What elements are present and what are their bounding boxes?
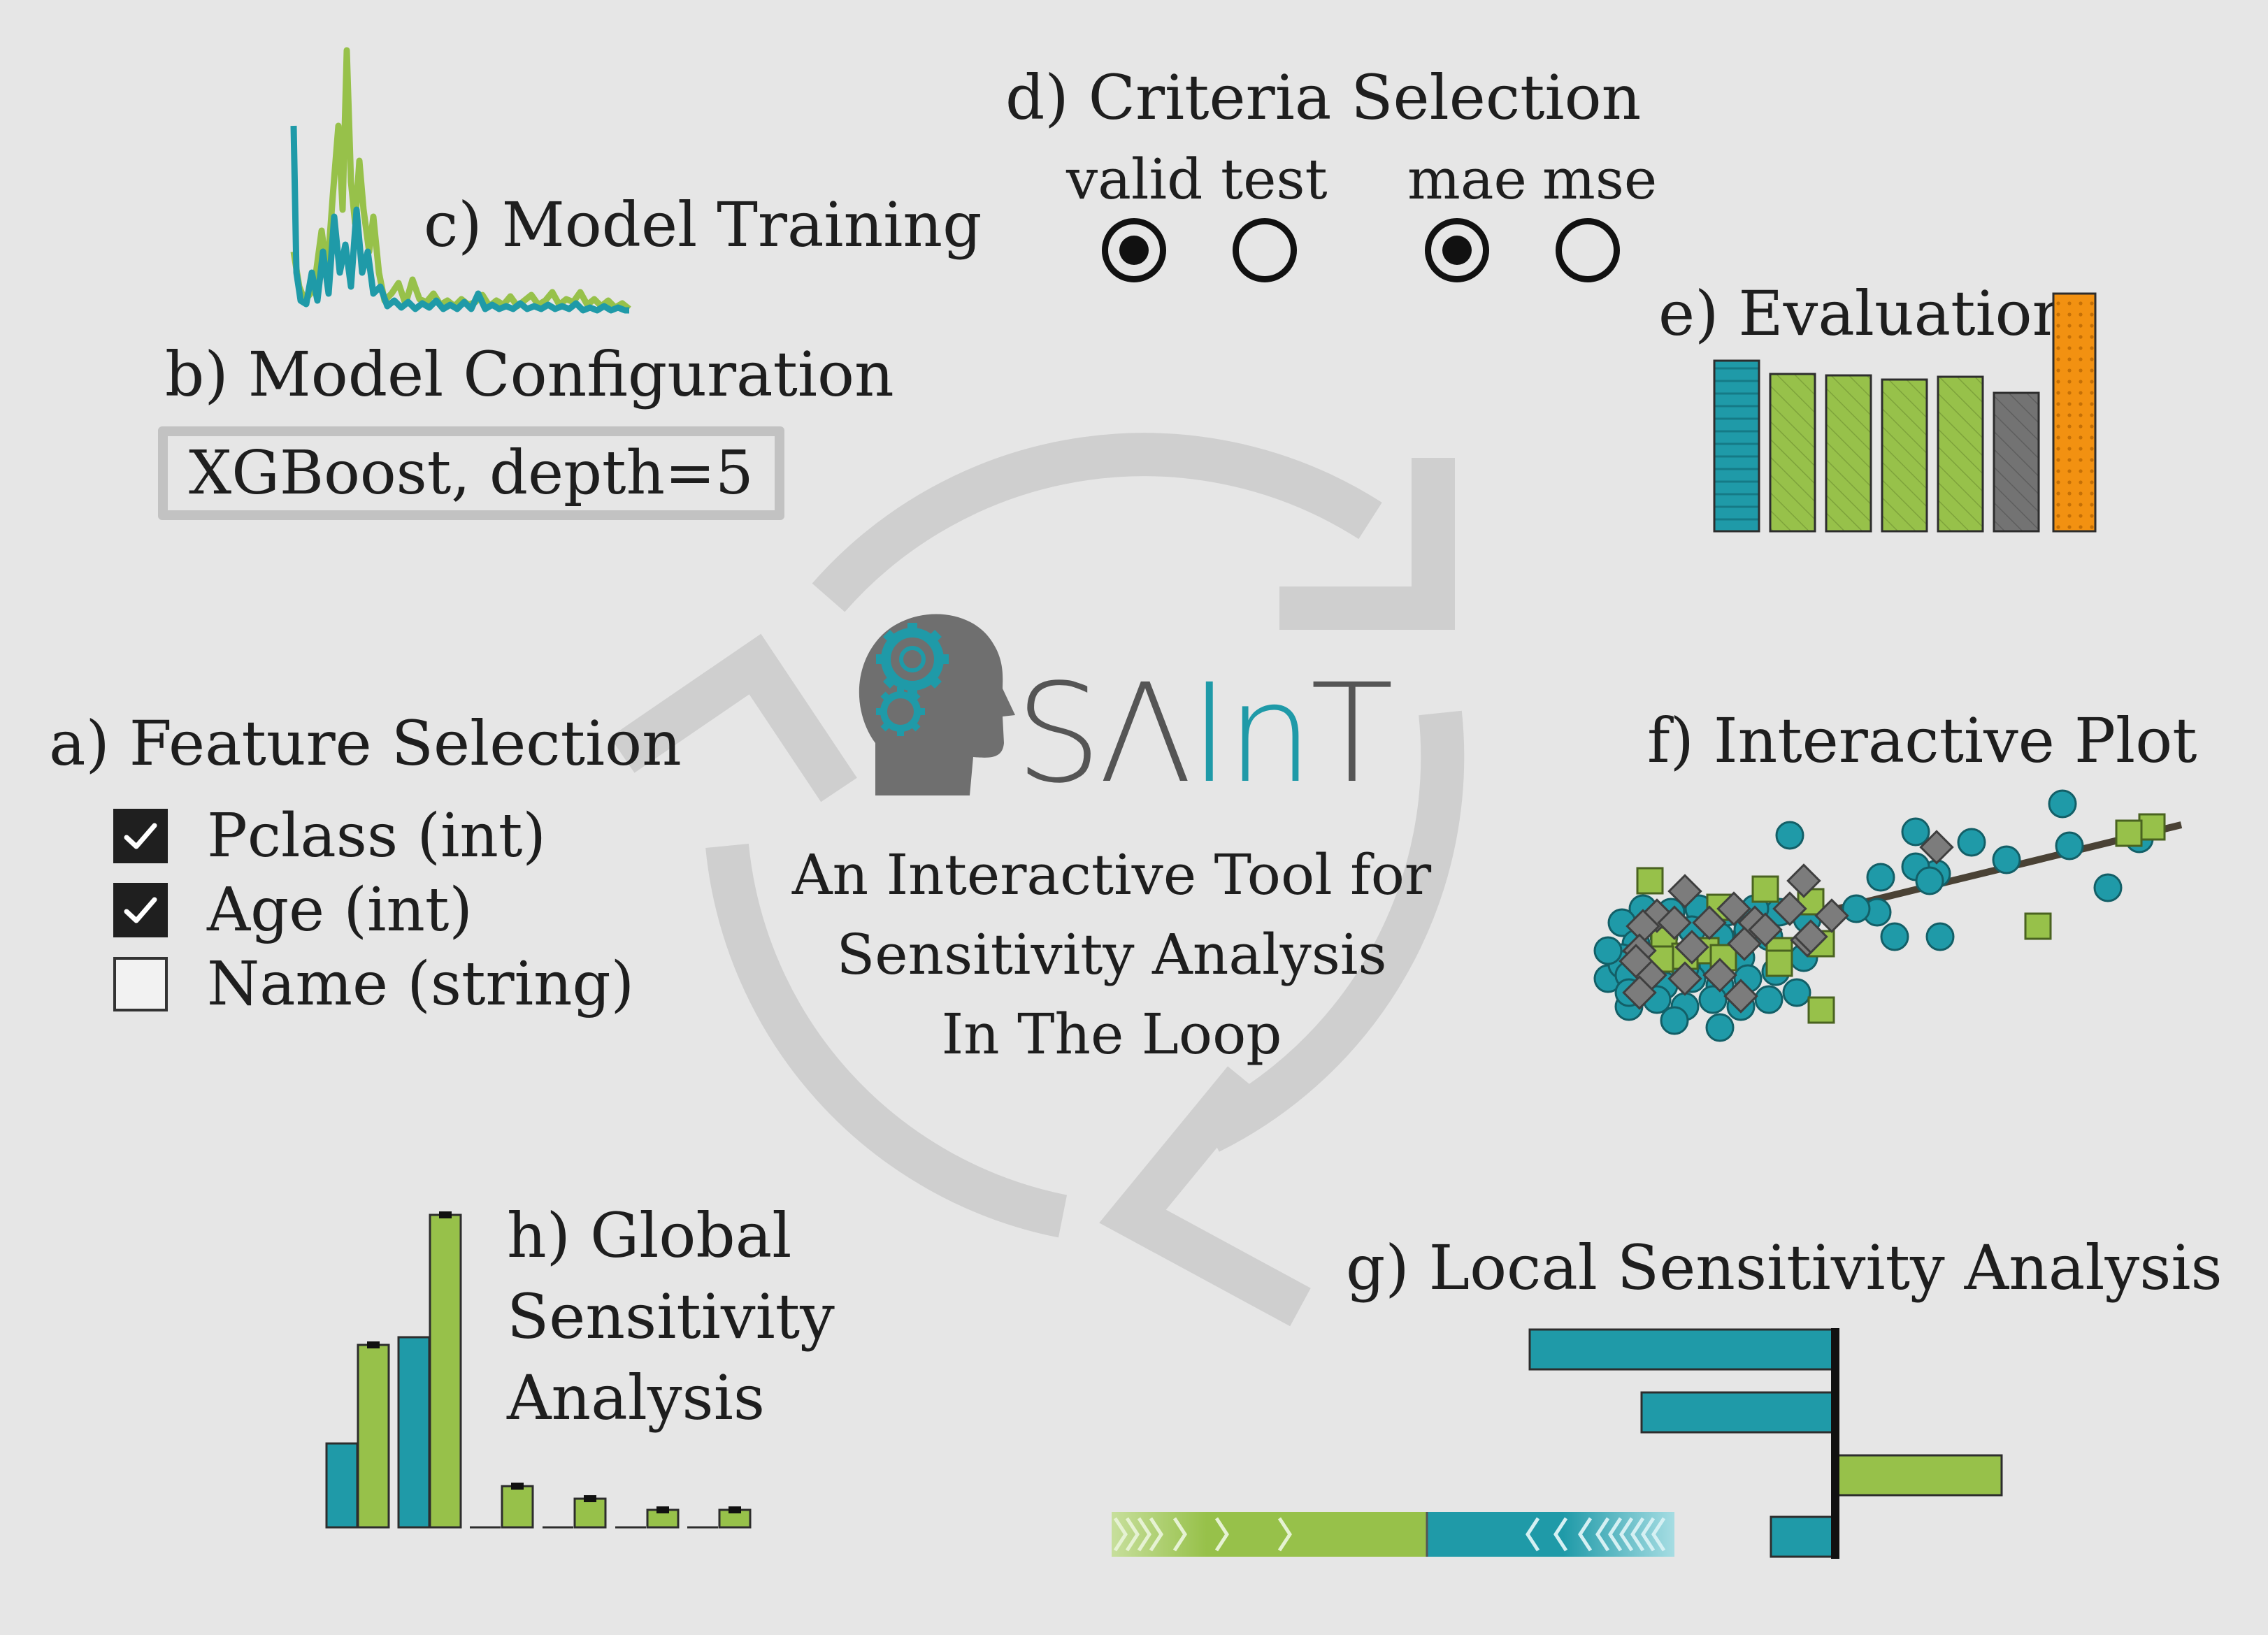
model-configuration-title: b) Model Configuration — [165, 338, 894, 410]
lsa-bar — [1770, 1515, 1835, 1558]
interactive-plot-title: f) Interactive Plot — [1647, 705, 2197, 777]
check-icon — [124, 897, 157, 923]
local-sensitivity-title: g) Local Sensitivity Analysis — [1346, 1232, 2223, 1304]
feature-checkbox-name[interactable] — [113, 957, 168, 1011]
radio-mae[interactable] — [1425, 218, 1489, 282]
cycle-arc-bottom — [705, 843, 1068, 1238]
feature-checkbox-age[interactable] — [113, 883, 168, 937]
subtitle-line-1: An Interactive Tool for — [791, 842, 1432, 907]
subtitle-line-2: Sensitivity Analysis — [836, 922, 1387, 987]
model-training-title: c) Model Training — [424, 189, 982, 261]
gsa-bar-teal — [325, 1442, 359, 1529]
training-curve-teal — [290, 125, 629, 314]
feature-item-name[interactable]: Name (string) — [113, 947, 634, 1021]
feature-item-pclass[interactable]: Pclass (int) — [113, 799, 634, 873]
gsa-title-line-2: Sensitivity — [507, 1281, 835, 1353]
logo-text-t: T — [1310, 654, 1393, 813]
logo-wordmark: SΛInT — [1015, 664, 1393, 804]
arrowhead-top-right — [1279, 458, 1455, 630]
criteria-selection-title: d) Criteria Selection — [1005, 62, 1642, 134]
logo-text-sa: SΛ — [1015, 654, 1192, 813]
radio-mse[interactable] — [1556, 218, 1620, 282]
eval-bar — [1937, 375, 1984, 533]
feature-label: Age (int) — [207, 875, 473, 945]
feature-selection-title: a) Feature Selection — [49, 707, 682, 779]
brain-gears-logo — [859, 614, 1015, 795]
eval-bar — [1993, 391, 2040, 533]
gsa-error-cap — [584, 1495, 596, 1502]
arrowhead-left — [610, 633, 857, 802]
criteria-option-test-label: test — [1221, 147, 1328, 212]
gsa-title-line-1: h) Global — [507, 1200, 792, 1272]
gsa-error-cap — [439, 1211, 452, 1218]
force-plot-positive — [1112, 1512, 1428, 1557]
cycle-arc-right — [1200, 710, 1465, 1152]
gsa-error-cap — [729, 1506, 741, 1513]
gsa-error-cap — [511, 1483, 524, 1490]
gsa-bar-green — [573, 1497, 607, 1529]
radio-selected-dot — [1119, 236, 1149, 265]
gsa-bar-green — [429, 1213, 462, 1529]
lsa-bar — [1832, 1454, 2003, 1497]
subtitle-line-3: In The Loop — [941, 1002, 1282, 1067]
logo-text-in: In — [1189, 654, 1313, 813]
global-sensitivity-title: h) Global Sensitivity Analysis — [507, 1195, 835, 1439]
gsa-error-cap — [656, 1506, 669, 1513]
eval-bar — [1881, 378, 1928, 533]
training-loss-chart — [290, 47, 631, 314]
feature-label: Pclass (int) — [207, 801, 546, 871]
eval-bar — [1713, 359, 1760, 533]
tool-subtitle: An Interactive Tool for Sensitivity Anal… — [762, 835, 1461, 1074]
criteria-option-valid-label: valid — [1066, 147, 1203, 212]
lsa-bar — [1528, 1328, 1835, 1371]
gsa-title-line-3: Analysis — [507, 1362, 766, 1434]
model-config-field[interactable]: XGBoost, depth=5 — [158, 426, 784, 521]
criteria-option-mse-label: mse — [1542, 147, 1658, 212]
check-icon — [124, 823, 157, 849]
criteria-option-mae-label: mae — [1407, 147, 1527, 212]
gsa-bar-green — [718, 1508, 752, 1529]
feature-item-age[interactable]: Age (int) — [113, 873, 634, 947]
feature-label: Name (string) — [207, 949, 635, 1019]
arrowhead-bottom — [1099, 1066, 1311, 1327]
gsa-error-cap — [367, 1341, 380, 1348]
radio-valid[interactable] — [1102, 218, 1166, 282]
radio-selected-dot — [1442, 236, 1472, 265]
eval-bar — [1825, 374, 1872, 533]
feature-checkbox-pclass[interactable] — [113, 809, 168, 863]
cycle-arc-top — [812, 433, 1382, 612]
eval-bar — [1769, 373, 1816, 533]
evaluation-bar-chart — [1713, 292, 2097, 533]
eval-bar — [2052, 292, 2097, 533]
feature-list: Pclass (int) Age (int) Name (string) — [113, 799, 634, 1021]
gsa-bar-teal — [397, 1336, 431, 1529]
evaluation-title: e) Evaluation — [1658, 278, 2072, 350]
gsa-bar-green — [501, 1485, 534, 1529]
gsa-bar-green — [357, 1344, 390, 1529]
radio-test[interactable] — [1233, 218, 1297, 282]
training-curve-green — [290, 47, 631, 312]
